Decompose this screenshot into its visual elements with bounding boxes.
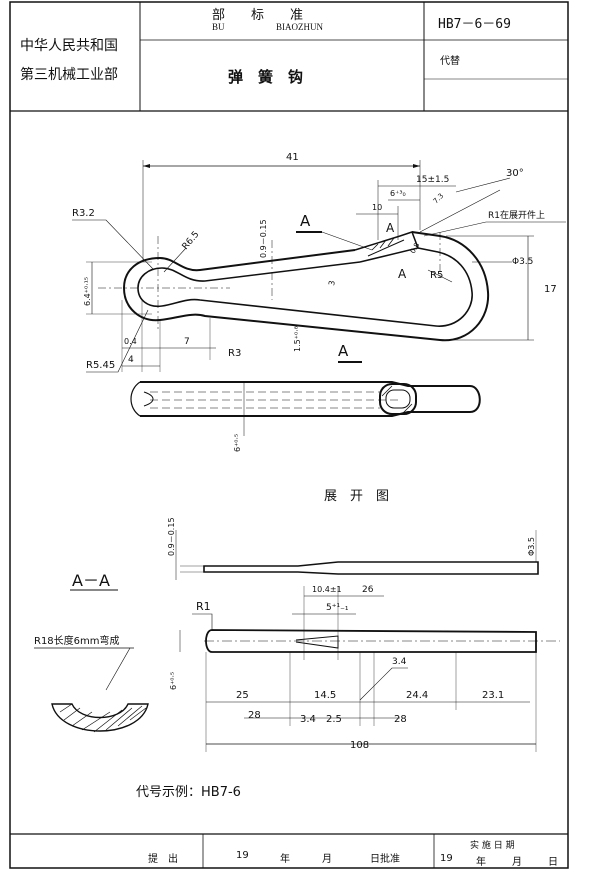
unfold-dim-3-4-a: 3.4 [392,657,407,667]
unfold-dim-23-1: 23.1 [482,690,504,701]
dim-0-9: 0.9－0.15 [259,219,268,258]
dim-r3-2: R3.2 [72,208,95,219]
dim-10: 10 [372,203,382,212]
section-a-a-title: A－A [72,571,110,590]
footer-impl-label: 实 施 日 期 [470,841,515,851]
org-line-1: 中华人民共和国 [20,38,118,54]
unfold-dim-26: 26 [362,585,374,595]
footer-impl-year-prefix: 19 [440,853,453,864]
unfold-dim-28-a: 28 [248,710,261,721]
standard-number: HB7－6－69 [438,17,511,32]
section-mark-a-small-1: A [386,221,395,235]
unfold-dim-6: 6⁺⁰·⁵ [169,672,178,690]
hook-side-view [130,381,481,436]
dim-1-5: 1.5⁺⁰·⁸ [293,326,302,352]
standard-type: 部 标 准 [212,8,304,23]
unfold-dim-25: 25 [236,690,249,701]
org-line-2: 第三机械工业部 [20,67,118,83]
unfold-dim-24-4: 24.4 [406,690,428,701]
code-example: 代号示例：HB7-6 [136,785,241,800]
unfold-dim-0-9: 0.9－0.15 [167,517,176,556]
dim-r6-5: R6.5 [181,230,202,252]
section-mark-a-bottom: A [338,342,349,360]
dim-r5-45: R5.45 [86,360,115,371]
dim-r1-note: R1在展开件上 [488,209,545,221]
unfold-dim-2-5: 2.5 [326,714,342,725]
dim-0-8: 0.8 [409,241,421,255]
unfolded-view [175,530,560,752]
pinyin-bu: BU [212,22,225,32]
dim-6-4: 6.4⁺⁰·¹⁵ [83,277,92,306]
footer-year-prefix: 19 [236,850,249,861]
dim-r5: R5 [430,270,443,281]
dim-15: 15±1.5 [416,175,449,185]
dim-30-degree: 30° [506,168,524,179]
unfold-dim-10-4: 10.4±1 [312,585,342,594]
unfold-dim-28-b: 28 [394,714,407,725]
replaces-label: 代替 [440,56,460,67]
section-note: R18长度6mm弯成 [34,634,120,647]
section-mark-a-small-2: A [398,267,407,281]
section-a-a [34,589,149,733]
footer-month: 月 [322,854,332,865]
unfold-title: 展 开 图 [324,489,389,504]
dim-17: 17 [544,284,557,295]
dim-6b: 6⁺⁰·⁵ [233,434,242,452]
unfold-dim-3-4-b: 3.4 [300,714,316,725]
footer-approved: 日批准 [370,854,400,865]
footer-impl-day: 日 [548,857,558,868]
dim-7-3: 7.3 [432,192,446,206]
footer-impl-month: 月 [512,857,522,868]
pinyin-biaozhun: BIAOZHUN [276,22,323,32]
dim-phi-3-5: Φ3.5 [512,257,533,267]
dim-6: 6⁺³₀ [390,189,406,198]
dim-41: 41 [286,152,299,163]
section-mark-a-top: A [300,212,311,230]
unfold-dim-r1: R1 [196,600,211,613]
dim-0-4: 0.4 [124,337,137,346]
unfold-dim-5: 5⁺¹₋₁ [326,603,349,613]
unfold-dim-phi-3-5: Φ3.5 [527,537,536,556]
footer-proposed: 提 出 [148,854,178,865]
footer-impl-year: 年 [476,857,486,868]
dim-3b: 3 [327,280,337,287]
hook-top-view [72,160,566,373]
dim-4: 4 [128,355,134,365]
unfold-dim-108: 108 [350,740,369,751]
part-name: 弹 簧 钩 [228,68,304,86]
dim-7: 7 [184,337,190,347]
unfold-dim-14-5: 14.5 [314,690,336,701]
dim-r3: R3 [228,348,241,359]
footer-year: 年 [280,854,290,865]
